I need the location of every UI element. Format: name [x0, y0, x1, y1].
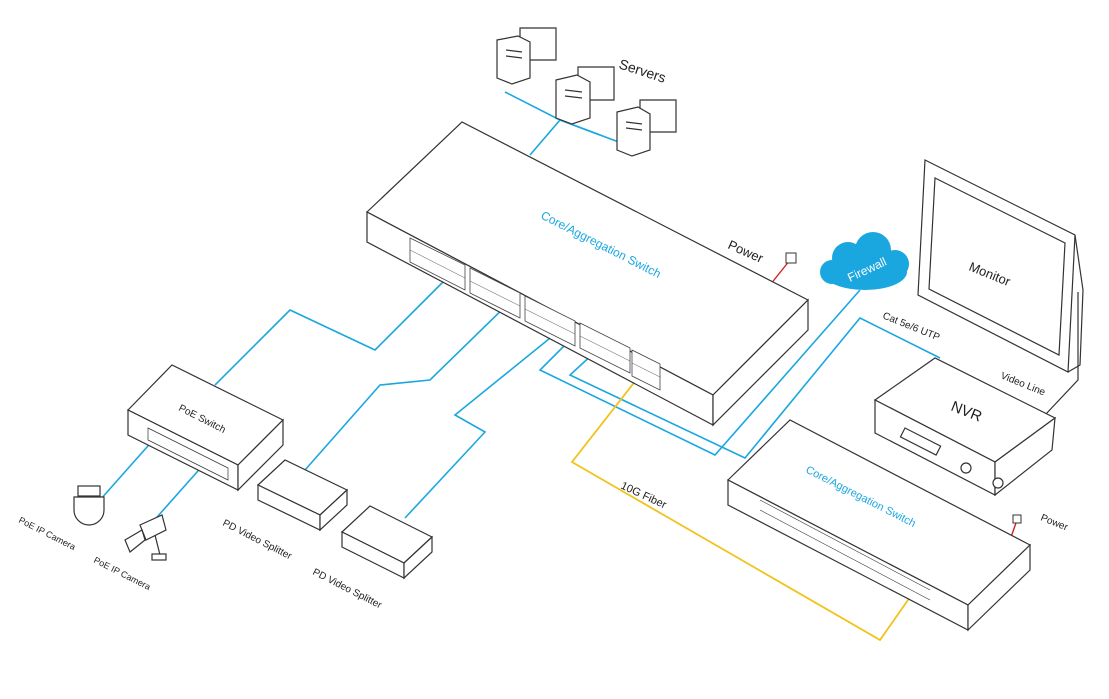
server-icon [616, 99, 677, 157]
pd-splitter-2-label: PD Video Splitter [311, 567, 384, 612]
core-switch-top-side [712, 298, 809, 427]
cable-poe-camera-2 [149, 462, 206, 526]
cable-core-splitter-1 [304, 299, 513, 471]
monitor-icon [917, 159, 1084, 373]
dome-camera-icon [73, 485, 105, 526]
cable-core-nvr [568, 316, 941, 459]
cable-core-splitter-2 [404, 329, 561, 519]
pd-splitter-2 [340, 505, 434, 580]
power-cable-top [769, 259, 791, 286]
cable-10g-fiber [570, 374, 916, 642]
power-outlet-icon [1012, 514, 1022, 524]
pd-splitter-1 [256, 459, 349, 532]
cable-core-firewall [538, 289, 861, 456]
poe-switch [126, 364, 285, 492]
core-switch-bottom [726, 419, 1032, 632]
bullet-camera-icon [124, 514, 167, 561]
ethernet-cables [99, 91, 941, 526]
core-switch-top [365, 121, 810, 427]
power-outlet-icon [785, 252, 797, 264]
core-switch-bottom-side [967, 543, 1031, 632]
fiber-label: 10G Fiber [619, 480, 669, 512]
servers-group [496, 27, 677, 157]
servers-label: Servers [617, 56, 668, 86]
server-icon [496, 27, 557, 85]
cable-poe-camera-1 [99, 437, 156, 501]
pd-splitter-1-label: PD Video Splitter [221, 518, 294, 563]
cat-cable-label: Cat 5e/6 UTP [881, 311, 942, 344]
server-icon [555, 66, 615, 125]
poe-camera-2-label: PoE IP Camera [92, 555, 152, 592]
cable-video-line [1044, 292, 1079, 416]
cable-servers-core [504, 91, 562, 156]
firewall-cloud-icon [820, 232, 909, 290]
power-label-bottom: Power [1039, 513, 1070, 534]
cable-core-poe-switch [214, 269, 456, 386]
poe-camera-1-label: PoE IP Camera [17, 515, 77, 552]
port-grid [409, 249, 661, 378]
nvr-device [873, 357, 1057, 497]
